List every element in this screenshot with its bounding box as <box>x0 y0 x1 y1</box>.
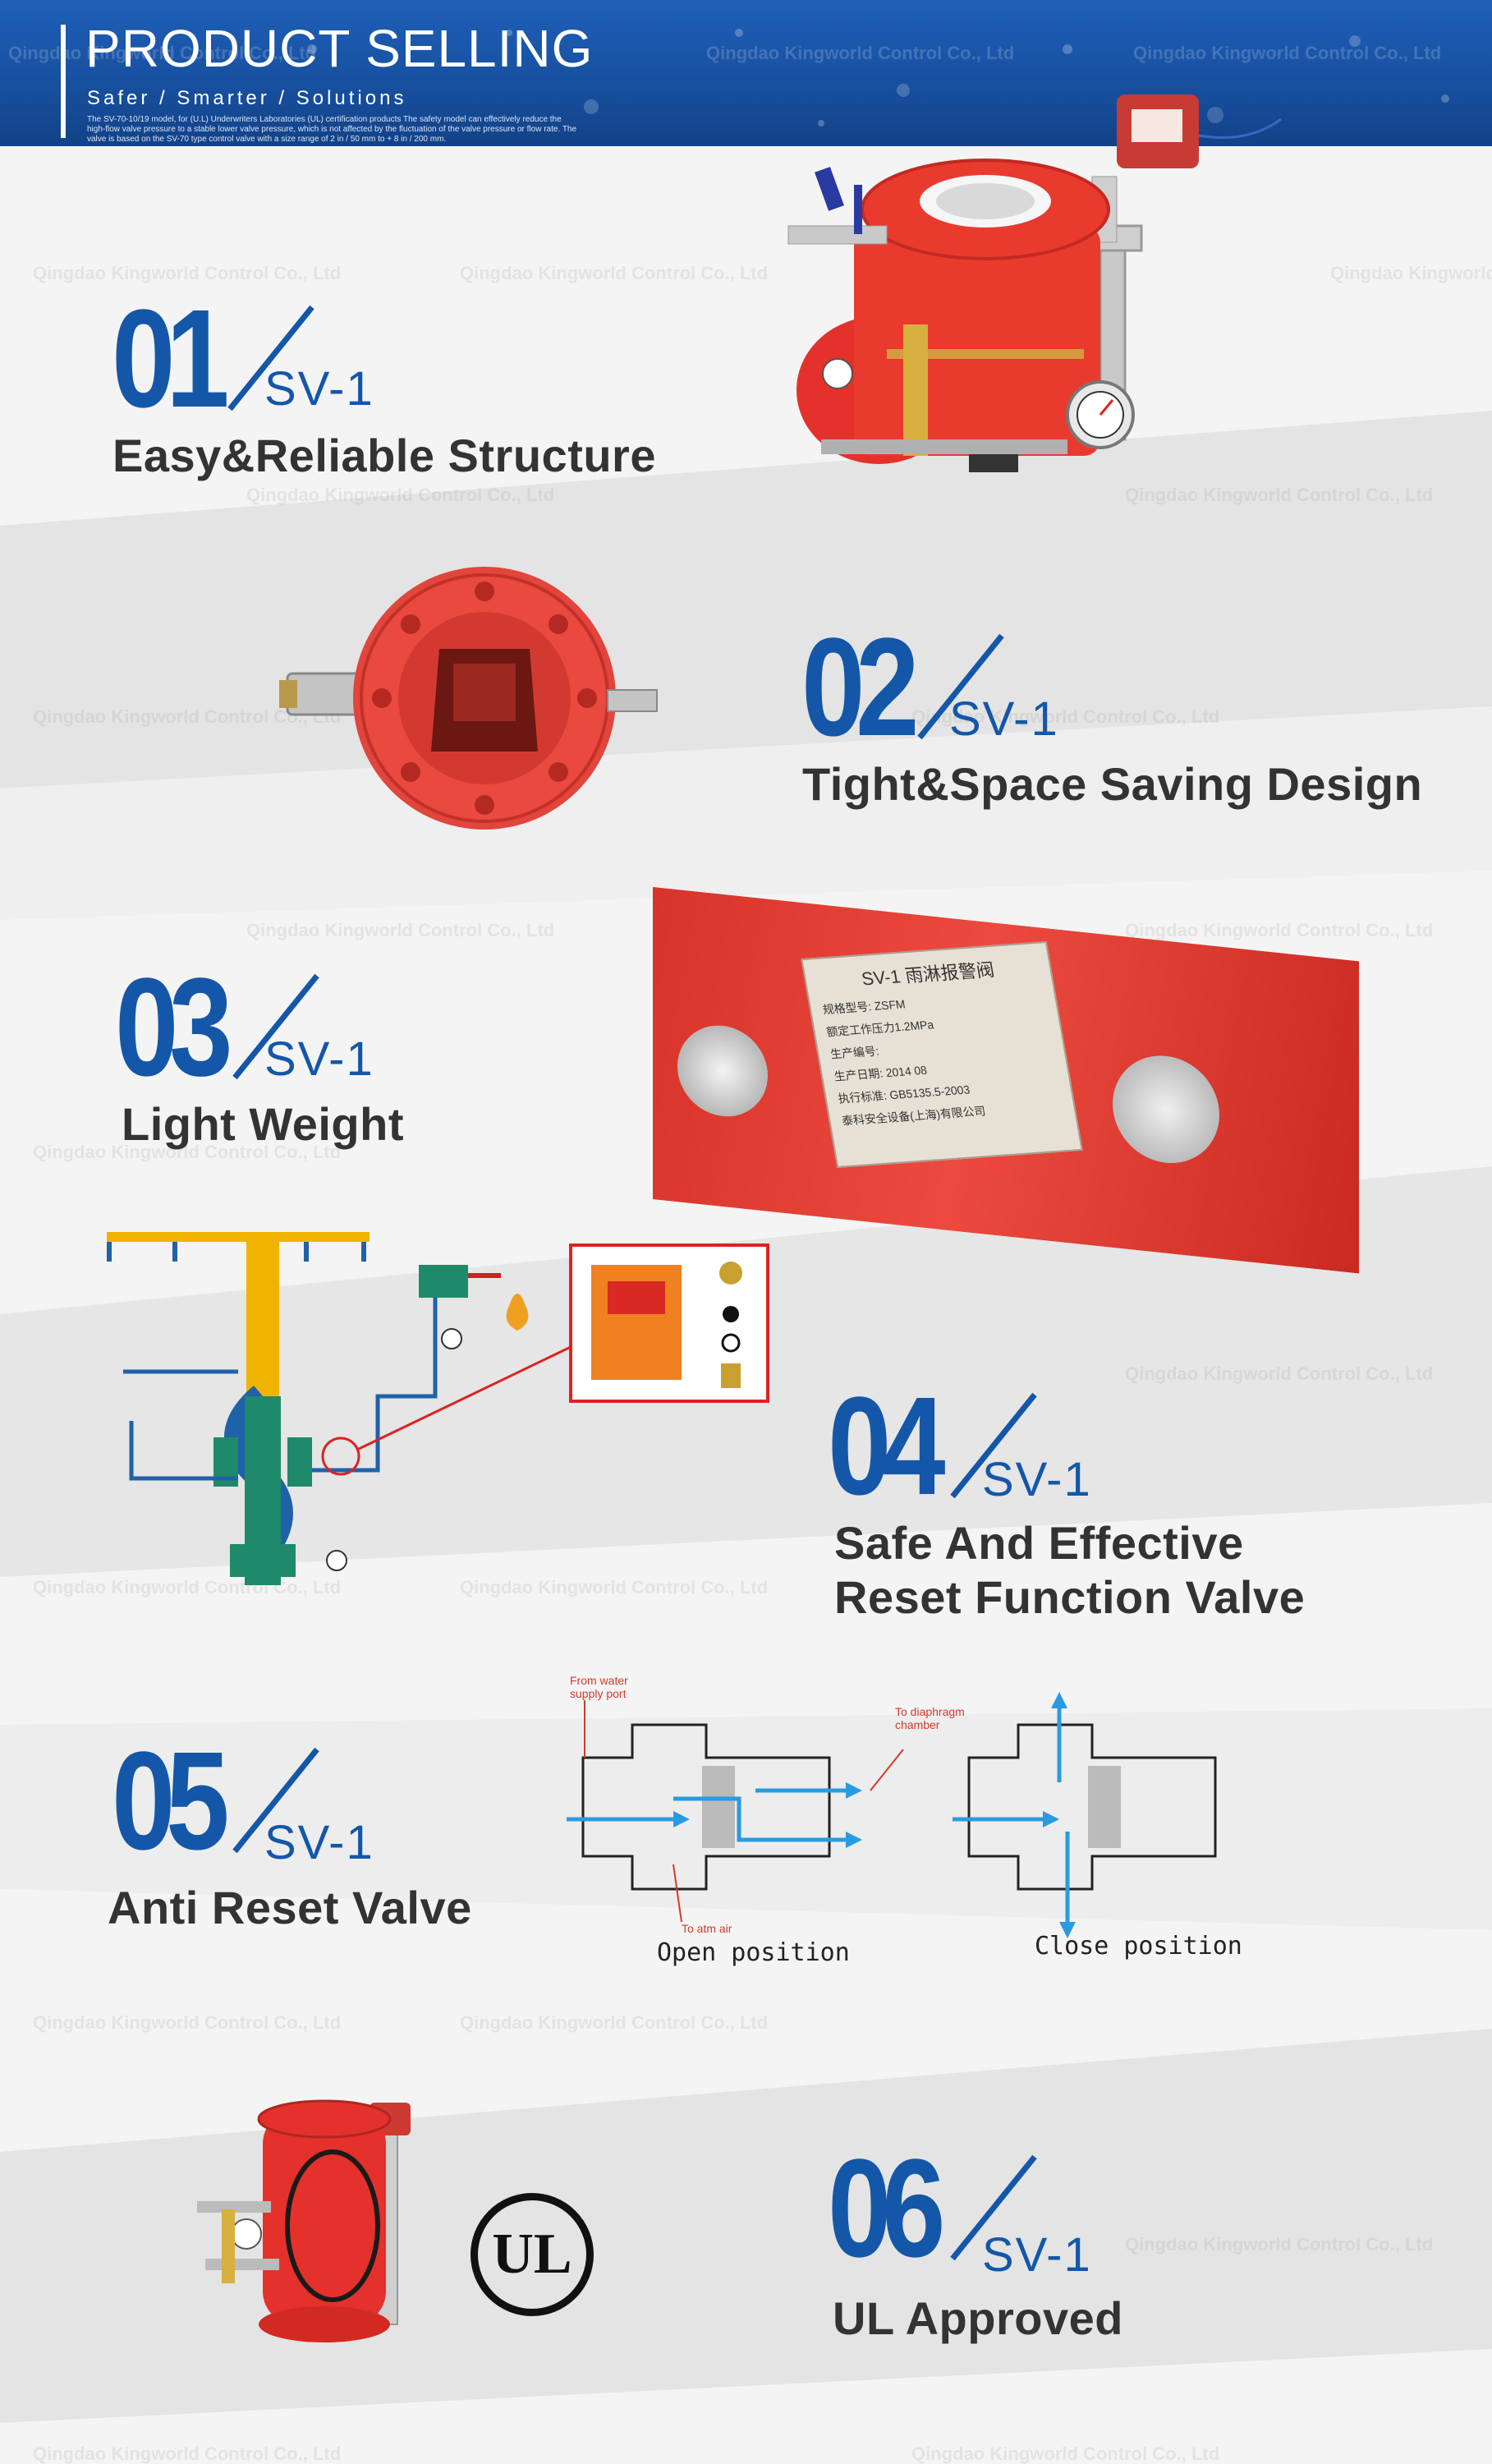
watermark: Qingdao Kingworld Control Co., Ltd <box>911 2443 1220 2464</box>
feature-model: SV-1 <box>264 362 374 416</box>
nameplate: SV-1 雨淋报警阀 规格型号: ZSFM 额定工作压力1.2MPa 生产编号:… <box>801 940 1083 1169</box>
watermark: Qingdao Kingworld Control Co., Ltd <box>1125 2234 1434 2255</box>
page-title: PRODUCT SELLING <box>85 19 594 78</box>
watermark: Qingdao Kingworld Control Co., Ltd <box>460 1577 769 1597</box>
watermark: Qingdao Kingworld Control Co., Ltd <box>911 706 1220 727</box>
header-watermark: Qingdao Kingworld Control Co., Ltd <box>1133 43 1442 63</box>
header-watermark: Qingdao Kingworld Control Co., Ltd <box>706 43 1015 63</box>
slash-mark <box>227 305 314 411</box>
feature-model: SV-1 <box>982 2228 1092 2282</box>
page-subtitle: Safer / Smarter / Solutions <box>87 87 407 109</box>
watermark: Qingdao Kingworld Control Co., Ltd <box>1330 263 1492 283</box>
anti-reset-valve-diagram: From water supply port To diaphragm cham… <box>558 1674 1380 1979</box>
feature-model: SV-1 <box>264 1032 374 1086</box>
feature-title: Easy&Reliable Structure <box>112 430 656 481</box>
deluge-valve-small-image <box>197 2099 411 2342</box>
watermark: Qingdao Kingworld Control Co., Ltd <box>33 2012 342 2033</box>
feature-title: Light Weight <box>122 1098 404 1150</box>
feature-number: 03 <box>115 949 233 1106</box>
feature-number: 02 <box>801 609 920 765</box>
to-chamber-label: To diaphragm chamber <box>895 1705 965 1731</box>
feature-model: SV-1 <box>264 1816 374 1869</box>
feature-model: SV-1 <box>982 1453 1092 1506</box>
valve-flange-image <box>279 567 658 830</box>
slash-mark <box>950 2154 1037 2261</box>
watermark: Qingdao Kingworld Control Co., Ltd <box>33 1142 342 1162</box>
to-atm-label: To atm air <box>682 1922 732 1935</box>
close-position-label: Close position <box>1035 1932 1242 1961</box>
page-header: Qingdao Kingworld Control Co., Ltd Qingd… <box>0 0 1492 146</box>
slash-mark <box>917 633 1004 740</box>
from-supply-label: From water supply port <box>570 1674 628 1700</box>
watermark: Qingdao Kingworld Control Co., Ltd <box>1125 1363 1434 1384</box>
water-drops-texture <box>307 29 1449 126</box>
feature-number: 06 <box>828 2131 946 2287</box>
feature-title: UL Approved <box>833 2292 1123 2344</box>
watermark: Qingdao Kingworld Control Co., Ltd <box>460 263 769 283</box>
watermark: Qingdao Kingworld Control Co., Ltd <box>33 2443 342 2464</box>
header-watermark: Qingdao Kingworld Control Co., Ltd <box>8 43 317 63</box>
feature-model: SV-1 <box>949 692 1059 746</box>
header-bar <box>61 25 66 138</box>
feature-title: Tight&Space Saving Design <box>802 758 1423 810</box>
ul-certification-badge: UL <box>471 2193 594 2316</box>
watermark: Qingdao Kingworld Control Co., Ltd <box>246 920 555 940</box>
watermark: Qingdao Kingworld Control Co., Ltd <box>33 1577 342 1597</box>
open-position-label: Open position <box>657 1938 850 1967</box>
system-diagram <box>107 1232 769 1585</box>
ul-badge-text: UL <box>492 2223 572 2286</box>
feature-title: Safe And Effective <box>834 1517 1244 1569</box>
slash-mark <box>232 973 319 1080</box>
watermark: Qingdao Kingworld Control Co., Ltd <box>1125 485 1434 505</box>
feature-number: 04 <box>828 1368 946 1524</box>
header-fine-print: The SV-70-10/19 model, for (U.L) Underwr… <box>87 115 577 144</box>
feature-number: 05 <box>112 1723 230 1879</box>
watermark: Qingdao Kingworld Control Co., Ltd <box>460 2012 769 2033</box>
slash-mark <box>232 1747 319 1854</box>
feature-title-line2: Reset Function Valve <box>834 1571 1306 1623</box>
feature-title: Anti Reset Valve <box>108 1882 472 1933</box>
slash-mark <box>950 1392 1037 1499</box>
watermark: Qingdao Kingworld Control Co., Ltd <box>1125 920 1434 940</box>
watermark: Qingdao Kingworld Control Co., Ltd <box>33 263 342 283</box>
deluge-valve-image <box>787 94 1282 472</box>
feature-number: 01 <box>112 281 230 437</box>
valve-cross-section <box>567 1692 1217 1938</box>
watermark: Qingdao Kingworld Control Co., Ltd <box>246 485 555 505</box>
